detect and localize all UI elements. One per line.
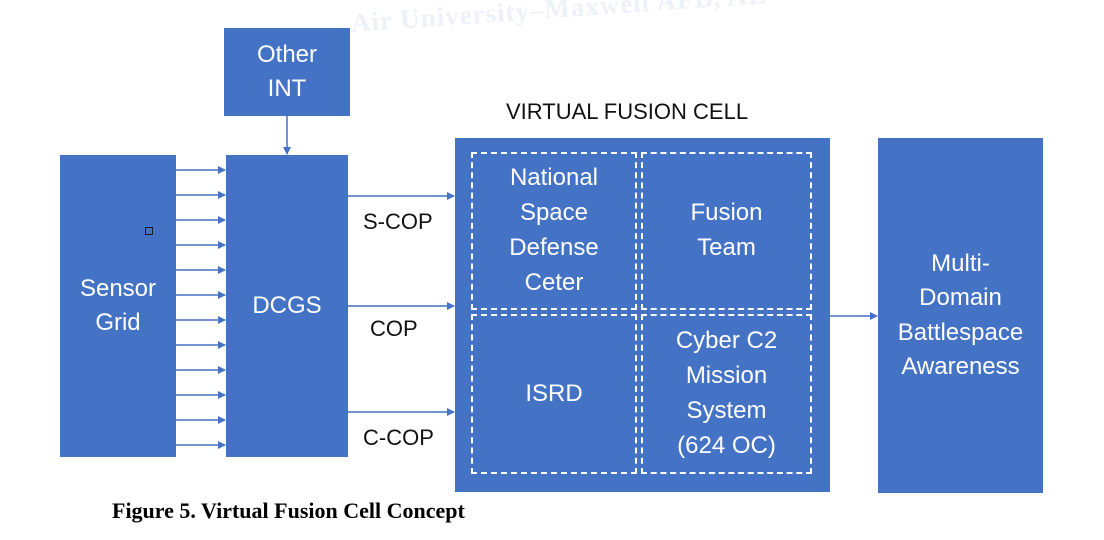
mdba-block: Multi- Domain Battlespace Awareness	[878, 138, 1043, 493]
sensor-grid-block: Sensor Grid	[60, 155, 176, 457]
selection-marker	[145, 227, 153, 235]
figure-caption: Figure 5. Virtual Fusion Cell Concept	[112, 498, 465, 523]
fusion-team-cell: Fusion Team	[641, 152, 812, 310]
nsdc-cell: National Space Defense Ceter	[471, 152, 637, 310]
other-int-block: Other INT	[224, 28, 350, 116]
dcgs-block: DCGS	[226, 155, 348, 457]
fusion-cell-title: VIRTUAL FUSION CELL	[506, 99, 749, 124]
cop-label: COP	[370, 316, 418, 341]
virtual-fusion-cell: National Space Defense Ceter Fusion Team…	[455, 138, 830, 492]
s-cop-label: S-COP	[363, 209, 433, 234]
isrd-cell: ISRD	[471, 314, 637, 474]
c-cop-label: C-COP	[363, 425, 434, 450]
cyber-c2-cell: Cyber C2 Mission System (624 OC)	[641, 314, 812, 474]
